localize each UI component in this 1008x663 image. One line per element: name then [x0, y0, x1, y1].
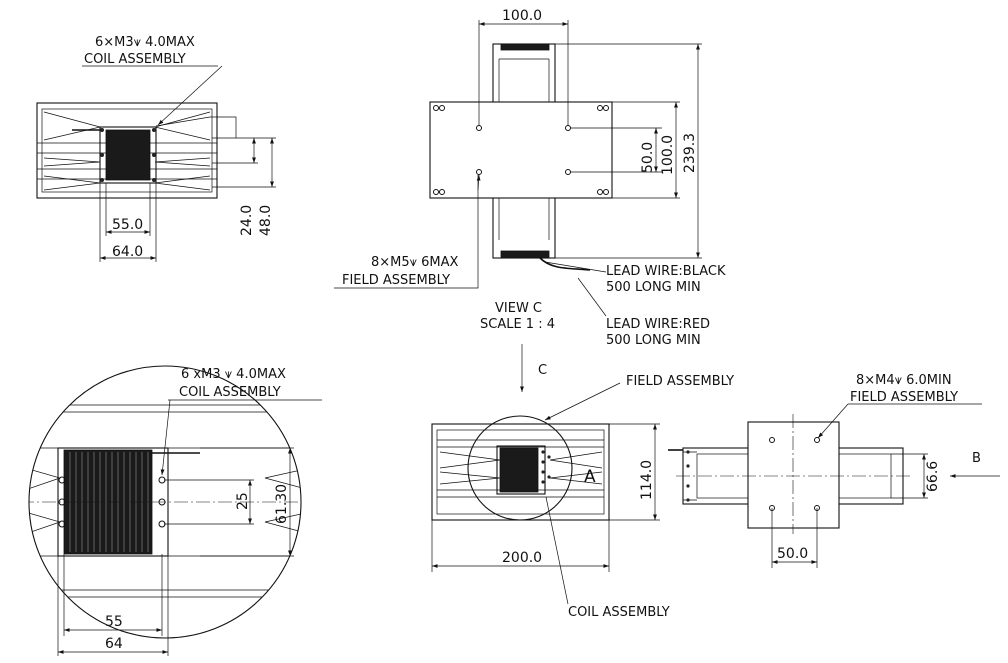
tc-field-note-label: FIELD ASSEMBLY — [342, 273, 450, 288]
bl-detail-circle — [28, 365, 302, 639]
br-corner-dots — [686, 450, 690, 502]
tc-coil-plate — [429, 101, 613, 199]
bc-detail-circle — [467, 415, 573, 521]
tl-dim-64: 64.0 — [112, 244, 143, 260]
tl-note-leader — [82, 65, 223, 126]
bl-dim-6130: 61.30 — [274, 484, 290, 524]
view-bottom-center: A FIELD ASSEMBLY COIL ASSEMBLY 200.0 114… — [431, 374, 734, 620]
bc-coil-label: COIL ASSEMBLY — [568, 605, 670, 620]
bl-dim-55: 55 — [105, 614, 123, 630]
view-bottom-right: 8×M4⩛ 6.0MIN FIELD ASSEMBLY 66.6 50.0 B — [668, 373, 1000, 568]
tc-lead-red-1: LEAD WIRE:RED — [606, 317, 710, 332]
tl-dim-48: 48.0 — [258, 205, 274, 236]
tl-note-coil: COIL ASSEMBLY — [84, 52, 186, 67]
bl-note-thread: 6 xM3 ⩛ 4.0MAX — [181, 367, 286, 382]
tc-lead-black-2: 500 LONG MIN — [606, 280, 701, 295]
tc-dim-height: 239.3 — [682, 133, 698, 173]
tc-view-scale: SCALE 1 : 4 — [480, 317, 555, 332]
bc-dim-114: 114.0 — [639, 460, 655, 500]
view-bottom-left: 6 xM3 ⩛ 4.0MAX COIL ASSEMBLY 25 61.30 55… — [28, 365, 322, 656]
tc-lead-black-1: LEAD WIRE:BLACK — [606, 264, 726, 279]
bl-coil-plate — [57, 447, 169, 557]
tc-field-end-bottom — [500, 250, 550, 259]
bl-dim-25: 25 — [235, 492, 251, 510]
br-note-thread: 8×M4⩛ 6.0MIN — [856, 373, 952, 388]
view-top-left: 6×M3⩛ 4.0MAX COIL ASSEMBLY 55.0 64.0 24.… — [36, 35, 276, 262]
tc-lead-wire — [539, 257, 591, 271]
view-top-center: 100.0 50.0 100.0 239.3 8×M5⩛ 6MAX FIELD … — [334, 8, 726, 392]
br-dim-50: 50.0 — [777, 546, 808, 562]
br-coil-plate — [747, 421, 840, 529]
tc-field-note-thread: 8×M5⩛ 6MAX — [371, 255, 458, 270]
bc-field-label: FIELD ASSEMBLY — [626, 374, 734, 389]
tc-dim-width: 100.0 — [502, 8, 542, 24]
tl-inner-frame — [41, 108, 213, 193]
bc-coil-plate — [496, 445, 546, 495]
tc-dim-50: 50.0 — [640, 142, 656, 173]
tl-dim-24: 24.0 — [239, 205, 255, 236]
br-mount-holes — [769, 437, 820, 511]
tc-dim-100: 100.0 — [660, 135, 676, 175]
tc-lead-red-2: 500 LONG MIN — [606, 333, 701, 348]
bc-coil-block — [499, 447, 539, 493]
br-dim-666: 66.6 — [925, 461, 941, 492]
bl-dim-64: 64 — [105, 636, 123, 652]
tc-view-title: VIEW C — [495, 301, 542, 316]
br-view-arrow-label: B — [972, 451, 981, 466]
tl-outer-frame — [36, 102, 218, 199]
bc-detail-label: A — [584, 467, 596, 487]
tl-dim-55: 55.0 — [112, 217, 143, 233]
bc-dim-200: 200.0 — [502, 550, 542, 566]
bc-inner-frame — [436, 429, 605, 515]
tc-corner-holes — [433, 105, 609, 195]
br-note-field: FIELD ASSEMBLY — [850, 390, 958, 405]
tc-view-arrow-label: C — [538, 363, 547, 378]
tl-screw-holes — [100, 128, 156, 182]
tc-field-end-top — [500, 43, 550, 51]
tl-coil-block — [105, 129, 151, 181]
tl-note-thread: 6×M3⩛ 4.0MAX — [95, 35, 195, 50]
bl-note-coil: COIL ASSEMBLY — [179, 385, 281, 400]
